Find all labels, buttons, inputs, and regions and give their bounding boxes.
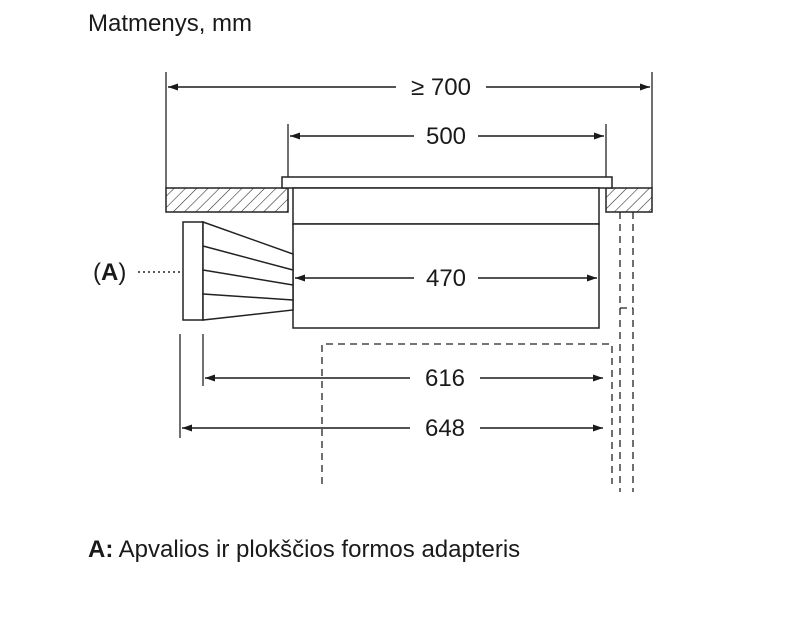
- cabinet-outline-dashed: [321, 212, 634, 492]
- dimension-body-width-label: 470: [426, 265, 466, 292]
- dimension-hob-width: 500: [290, 123, 604, 150]
- legend-key: A:: [88, 536, 114, 563]
- appliance-upper-body: [292, 187, 600, 225]
- adapter-a: [182, 220, 294, 321]
- extension-lines: [165, 72, 653, 438]
- legend: A: Apvalios ir plokščios formos adapteri…: [88, 536, 520, 564]
- diagram-title: Matmenys, mm: [88, 10, 253, 37]
- dimension-cutout-depth: 616: [205, 365, 603, 392]
- callout-letter: A: [101, 259, 119, 286]
- dimension-total-depth: 648: [182, 415, 603, 442]
- dimension-total-depth-label: 648: [425, 415, 465, 442]
- legend-text: Apvalios ir plokščios formos adapteris: [118, 536, 521, 563]
- dimension-hob-width-label: 500: [426, 123, 466, 150]
- appliance-lower-body: [292, 223, 600, 329]
- worktop-left: [165, 187, 289, 213]
- dimension-min-width-label: ≥ 700: [411, 74, 471, 101]
- dimension-body-width: 470: [295, 265, 597, 292]
- callout-label-a: (A): [93, 259, 127, 286]
- dimension-cutout-depth-label: 616: [425, 365, 465, 392]
- hob-glass: [281, 176, 613, 189]
- worktop-right: [605, 187, 653, 213]
- dimension-min-width: ≥ 700: [168, 74, 650, 101]
